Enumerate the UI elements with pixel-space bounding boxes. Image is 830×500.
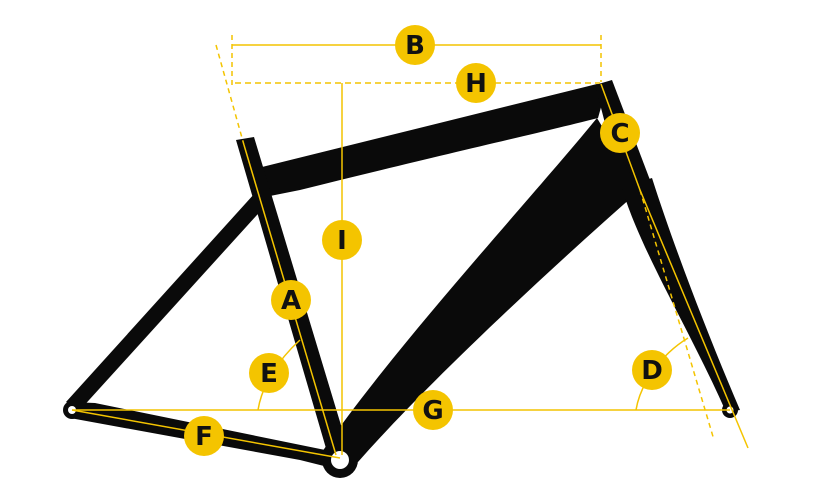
fork-axis-line [639,189,749,449]
marker-a-label: A [281,286,301,316]
marker-g-label: G [422,396,443,426]
marker-b-label: B [405,31,425,61]
marker-d-label: D [641,356,663,386]
bottom-bracket-hole [331,451,349,469]
top-tube [258,84,607,196]
marker-g: G [413,390,453,430]
dimension-markers: B H C I A E D G [184,25,672,456]
fork [622,178,740,412]
seat-stay [66,193,266,410]
marker-e: E [249,353,289,393]
marker-c-label: C [610,119,629,149]
marker-i: I [322,220,362,260]
marker-f-label: F [195,422,213,452]
marker-a: A [271,280,311,320]
marker-e-label: E [260,359,278,389]
marker-h-label: H [465,69,487,99]
marker-f: F [184,416,224,456]
marker-c: C [600,113,640,153]
marker-b: B [395,25,435,65]
dimension-line-c-extension [639,189,715,441]
dimension-line-a-extension [215,44,245,146]
down-tube [322,118,640,462]
marker-d: D [632,350,672,390]
marker-h: H [456,63,496,103]
marker-i-label: I [337,226,347,256]
